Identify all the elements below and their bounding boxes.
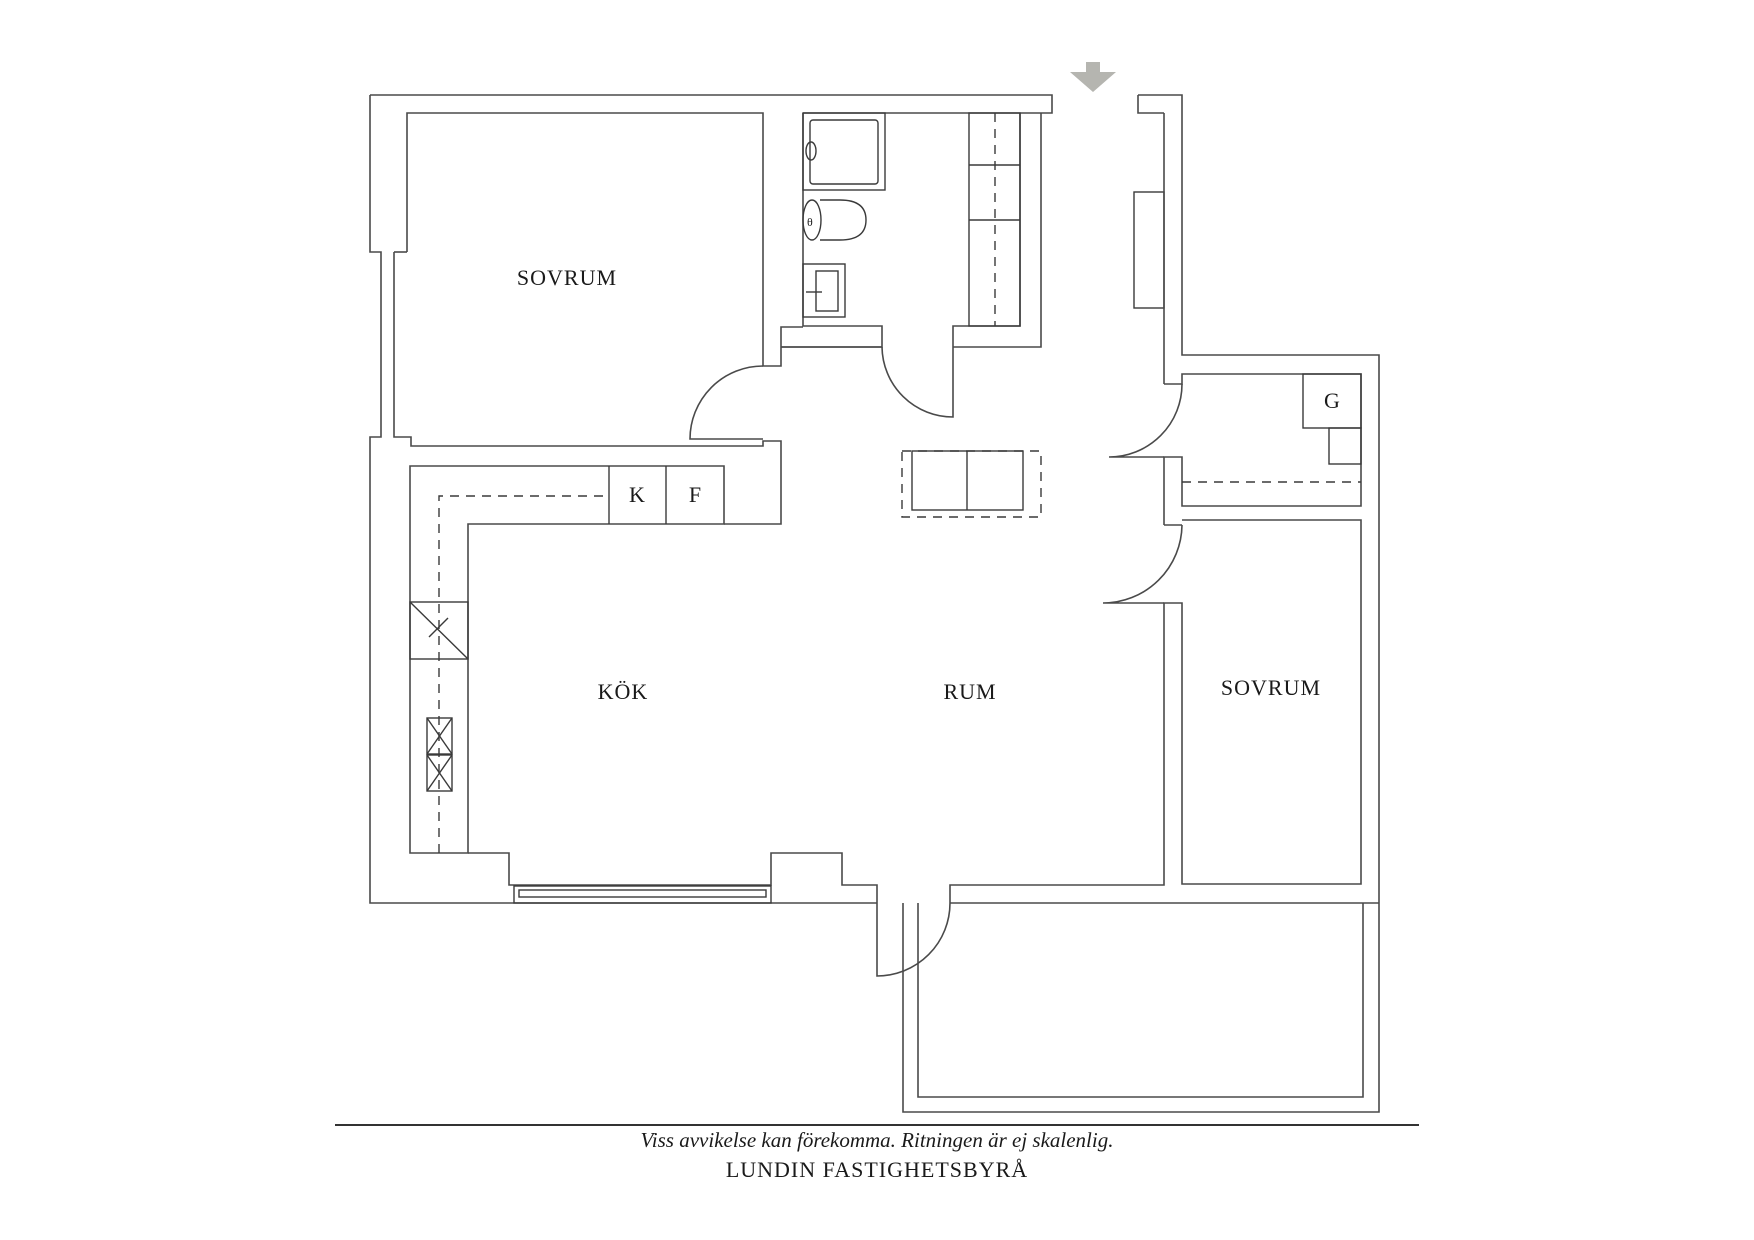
hall-closet xyxy=(1133,191,1165,309)
window xyxy=(513,885,772,904)
sink-icon xyxy=(802,263,846,318)
fixture-label-k: K xyxy=(629,482,645,507)
wardrobe xyxy=(968,112,1021,327)
footer-divider xyxy=(335,1124,1419,1126)
fixture-label-g: G xyxy=(1324,388,1340,413)
fixture-label-f: F xyxy=(689,482,701,507)
room-label-bedroom-1: SOVRUM xyxy=(517,265,617,290)
bottom-walls xyxy=(468,852,1165,977)
kitchen-island xyxy=(901,450,1042,518)
disclaimer-text: Viss avvikelse kan förekomma. Ritningen … xyxy=(640,1128,1114,1152)
room-label-living-room: RUM xyxy=(943,679,996,704)
entrance-arrow-icon xyxy=(1070,62,1116,92)
bathroom: θ xyxy=(780,112,1042,418)
svg-text:θ: θ xyxy=(807,215,813,229)
balcony xyxy=(902,903,1380,1113)
kitchen-counter xyxy=(409,465,725,854)
toilet-icon: θ xyxy=(802,199,867,241)
room-label-kitchen: KÖK xyxy=(598,679,649,704)
brand-name: LUNDIN FASTIGHETSBYRÅ xyxy=(725,1157,1029,1182)
outer-walls xyxy=(369,94,1380,904)
right-rooms-walls xyxy=(1102,113,1362,885)
bedroom-1-walls xyxy=(393,112,782,525)
kitchen-sink-icon xyxy=(426,717,453,792)
dishwasher-icon xyxy=(409,601,469,660)
room-label-bedroom-2: SOVRUM xyxy=(1221,675,1321,700)
shower-icon xyxy=(802,112,886,191)
